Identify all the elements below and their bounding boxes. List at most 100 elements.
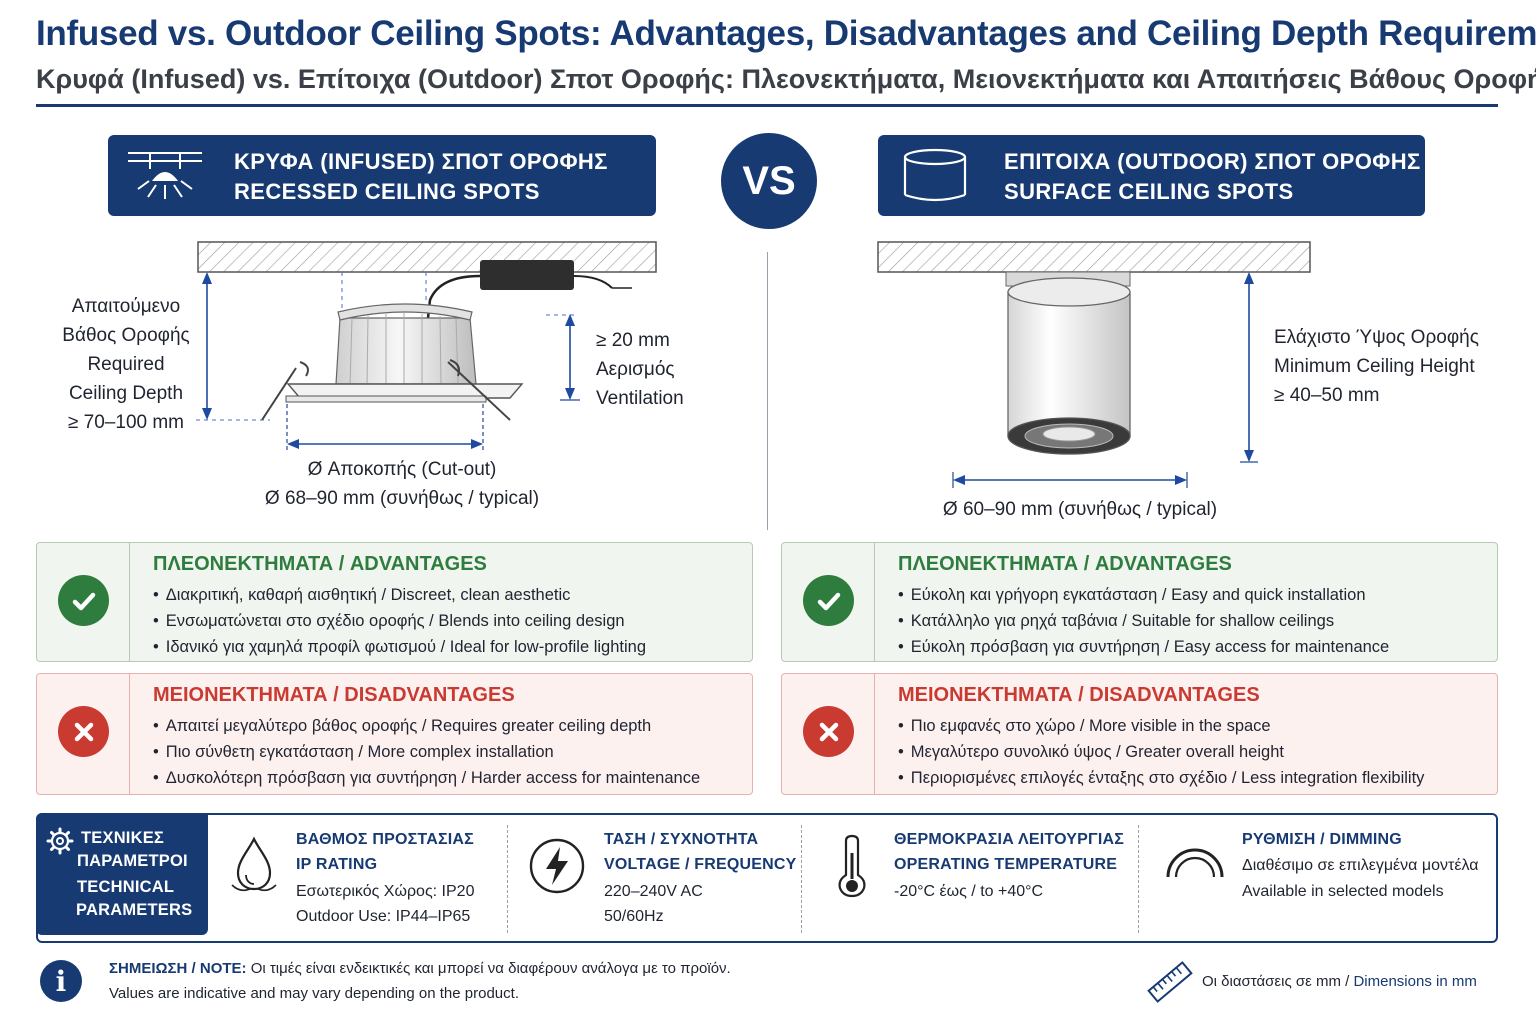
card-icon-column: [782, 543, 875, 661]
list-item: Μεγαλύτερο συνολικό ύψος / Greater overa…: [898, 739, 1424, 765]
ip-rating-heading-en: IP RATING: [296, 856, 378, 873]
ventilation-label-line: Αερισμός: [596, 359, 675, 380]
tech-title-line: ΠΑΡΑΜΕΤΡΟΙ: [77, 852, 188, 870]
surface-diameter-label: Ø 60–90 mm (συνήθως / typical): [942, 499, 1218, 520]
ip-rating-outdoor: Outdoor Use: IP44–IP65: [296, 908, 471, 925]
check-icon: [803, 575, 854, 626]
recessed-banner-title-gr: ΚΡΥΦΑ (INFUSED) ΣΠΟΤ ΟΡΟΦΗΣ: [234, 149, 608, 174]
surface-spot-diagram: [877, 241, 1311, 488]
center-divider: [767, 252, 768, 530]
ventilation-label: ≥ 20 mm Αερισμός Ventilation: [596, 326, 684, 413]
surface-advantages-card: ΠΛΕΟΝΕΚΤΗΜΑΤΑ / ADVANTAGES Εύκολη και γρ…: [781, 542, 1498, 662]
note-label: ΣΗΜΕΙΩΣΗ / NOTE:: [109, 960, 247, 977]
recessed-advantages-card: ΠΛΕΟΝΕΚΤΗΜΑΤΑ / ADVANTAGES Διακριτική, κ…: [36, 542, 753, 662]
ruler-icon: [1147, 961, 1193, 1003]
list-item: Εύκολη πρόσβαση για συντήρηση / Easy acc…: [898, 634, 1389, 660]
water-drop-icon: [231, 836, 277, 892]
column-separator: [507, 825, 508, 933]
temperature-heading-en: OPERATING TEMPERATURE: [894, 856, 1118, 873]
list-item: Πιο σύνθετη εγκατάσταση / More complex i…: [153, 739, 700, 765]
required-depth-label: Απαιτούμενο Βάθος Οροφής Required Ceilin…: [56, 292, 196, 437]
list-item: Διακριτική, καθαρή αισθητική / Discreet,…: [153, 582, 646, 608]
recessed-banner: ΚΡΥΦΑ (INFUSED) ΣΠΟΤ ΟΡΟΦΗΣ RECESSED CEI…: [108, 135, 656, 216]
disadvantages-list: Απαιτεί μεγαλύτερο βάθος οροφής / Requir…: [153, 713, 700, 791]
height-label-line: ≥ 40–50 mm: [1274, 385, 1380, 406]
list-item: Δυσκολότερη πρόσβαση για συντήρηση / Har…: [153, 765, 700, 791]
recessed-spot-icon: [128, 152, 202, 199]
list-item: Περιορισμένες επιλογές ένταξης στο σχέδι…: [898, 765, 1425, 791]
temperature-value: -20°C έως / to +40°C: [894, 883, 1044, 900]
surface-spot-icon: [903, 148, 967, 202]
list-item: Πιο εμφανές στο χώρο / More visible in t…: [898, 713, 1424, 739]
height-label-line: Minimum Ceiling Height: [1274, 356, 1475, 377]
page-subtitle: Κρυφά (Infused) vs. Επίτοιχα (Outdoor) Σ…: [36, 64, 1536, 94]
info-icon: i: [40, 960, 82, 1002]
cutout-label-line: Ø 68–90 mm (συνήθως / typical): [264, 488, 540, 509]
driver-box: [480, 260, 574, 290]
card-icon-column: [37, 543, 130, 661]
voltage-column: ΤΑΣΗ / ΣΥΧΝΟΤΗΤΑ VOLTAGE / FREQUENCY 220…: [528, 815, 798, 941]
voltage-heading-en: VOLTAGE / FREQUENCY: [604, 856, 797, 873]
list-item: Εύκολη και γρήγορη εγκατάσταση / Easy an…: [898, 582, 1389, 608]
cutout-label: Ø Αποκοπής (Cut-out) Ø 68–90 mm (συνήθως…: [242, 455, 562, 513]
dimming-value-en: Available in selected models: [1242, 883, 1444, 900]
column-separator: [1138, 825, 1139, 933]
ip-rating-column: ΒΑΘΜΟΣ ΠΡΟΣΤΑΣΙΑΣ IP RATING Εσωτερικός Χ…: [226, 815, 506, 941]
surface-banner: ΕΠΙΤΟΙΧΑ (OUTDOOR) ΣΠΟΤ ΟΡΟΦΗΣ SURFACE C…: [878, 135, 1425, 216]
gear-icon: [46, 827, 74, 855]
tech-title-line: PARAMETERS: [76, 901, 193, 919]
surface-banner-title-gr: ΕΠΙΤΟΙΧΑ (OUTDOOR) ΣΠΟΤ ΟΡΟΦΗΣ: [1004, 149, 1421, 174]
cross-icon: [58, 706, 109, 757]
height-label-line: Ελάχιστο Ύψος Οροφής: [1274, 327, 1479, 348]
recessed-spot-diagram: [196, 241, 657, 452]
temperature-column: ΘΕΡΜΟΚΡΑΣΙΑ ΛΕΙΤΟΥΡΓΙΑΣ OPERATING TEMPER…: [826, 815, 1126, 941]
list-item: Κατάλληλο για ρηχά ταβάνια / Suitable fo…: [898, 608, 1389, 634]
ventilation-label-line: Ventilation: [596, 388, 684, 409]
surface-banner-title-en: SURFACE CEILING SPOTS: [1004, 179, 1294, 204]
dimensions-note-gr: Οι διαστάσεις σε mm /: [1202, 973, 1354, 990]
ip-rating-heading-gr: ΒΑΘΜΟΣ ΠΡΟΣΤΑΣΙΑΣ: [296, 831, 474, 848]
technical-parameters-panel: ΤΕΧΝΙΚΕΣ ΠΑΡΑΜΕΤΡΟΙ TECHNICAL PARAMETERS…: [36, 813, 1498, 943]
dimming-heading: ΡΥΘΜΙΣΗ / DIMMING: [1242, 831, 1402, 848]
surface-ceiling-slab: [877, 241, 1311, 273]
cross-icon: [803, 706, 854, 757]
recessed-banner-title-en: RECESSED CEILING SPOTS: [234, 179, 540, 204]
depth-label-line: ≥ 70–100 mm: [67, 412, 185, 433]
ip-rating-indoor: Εσωτερικός Χώρος: IP20: [296, 883, 475, 900]
temperature-heading-gr: ΘΕΡΜΟΚΡΑΣΙΑ ΛΕΙΤΟΥΡΓΙΑΣ: [894, 831, 1125, 848]
minimum-height-label: Ελάχιστο Ύψος Οροφής Minimum Ceiling Hei…: [1274, 323, 1479, 410]
surface-disadvantages-card: ΜΕΙΟΝΕΚΤΗΜΑΤΑ / DISADVANTAGES Πιο εμφανέ…: [781, 673, 1498, 795]
card-icon-column: [782, 674, 875, 794]
recessed-ceiling-slab: [197, 241, 657, 273]
note-text-gr: ΣΗΜΕΙΩΣΗ / NOTE: Οι τιμές είναι ενδεικτι…: [109, 960, 731, 977]
ventilation-label-line: ≥ 20 mm: [596, 330, 670, 351]
dimmer-arc-icon: [1166, 848, 1224, 878]
voltage-heading-gr: ΤΑΣΗ / ΣΥΧΝΟΤΗΤΑ: [604, 831, 759, 848]
card-icon-column: [37, 674, 130, 794]
depth-label-line: Απαιτούμενο: [71, 296, 181, 317]
tech-title-line: ΤΕΧΝΙΚΕΣ: [81, 829, 165, 847]
lightning-bolt-icon: [529, 838, 585, 894]
disadvantages-title: ΜΕΙΟΝΕΚΤΗΜΑΤΑ / DISADVANTAGES: [898, 684, 1260, 706]
dimensions-note-en: Dimensions in mm: [1353, 973, 1477, 990]
vs-badge: VS: [721, 133, 817, 229]
page-title: Infused vs. Outdoor Ceiling Spots: Advan…: [36, 14, 1536, 53]
check-icon: [58, 575, 109, 626]
disadvantages-list: Πιο εμφανές στο χώρο / More visible in t…: [898, 713, 1425, 791]
dimming-column: ΡΥΘΜΙΣΗ / DIMMING Διαθέσιμο σε επιλεγμέν…: [1162, 815, 1492, 941]
advantages-list: Διακριτική, καθαρή αισθητική / Discreet,…: [153, 582, 646, 660]
advantages-title: ΠΛΕΟΝΕΚΤΗΜΑΤΑ / ADVANTAGES: [153, 553, 487, 575]
dimensions-note: Οι διαστάσεις σε mm / Dimensions in mm: [1202, 973, 1477, 990]
cutout-label-line: Ø Αποκοπής (Cut-out): [307, 459, 497, 480]
frequency-value: 50/60Hz: [604, 908, 664, 925]
disadvantages-title: ΜΕΙΟΝΕΚΤΗΜΑΤΑ / DISADVANTAGES: [153, 684, 515, 706]
list-item: Ιδανικό για χαμηλά προφίλ φωτισμού / Ide…: [153, 634, 646, 660]
note-text-en: Values are indicative and may vary depen…: [109, 985, 519, 1002]
list-item: Απαιτεί μεγαλύτερο βάθος οροφής / Requir…: [153, 713, 700, 739]
title-divider: [36, 104, 1498, 107]
recessed-disadvantages-card: ΜΕΙΟΝΕΚΤΗΜΑΤΑ / DISADVANTAGES Απαιτεί με…: [36, 673, 753, 795]
depth-label-line: Ceiling Depth: [68, 383, 184, 404]
tech-title-line: TECHNICAL: [77, 878, 175, 896]
technical-parameters-header: ΤΕΧΝΙΚΕΣ ΠΑΡΑΜΕΤΡΟΙ TECHNICAL PARAMETERS: [36, 813, 208, 935]
thermometer-icon: [838, 834, 866, 898]
